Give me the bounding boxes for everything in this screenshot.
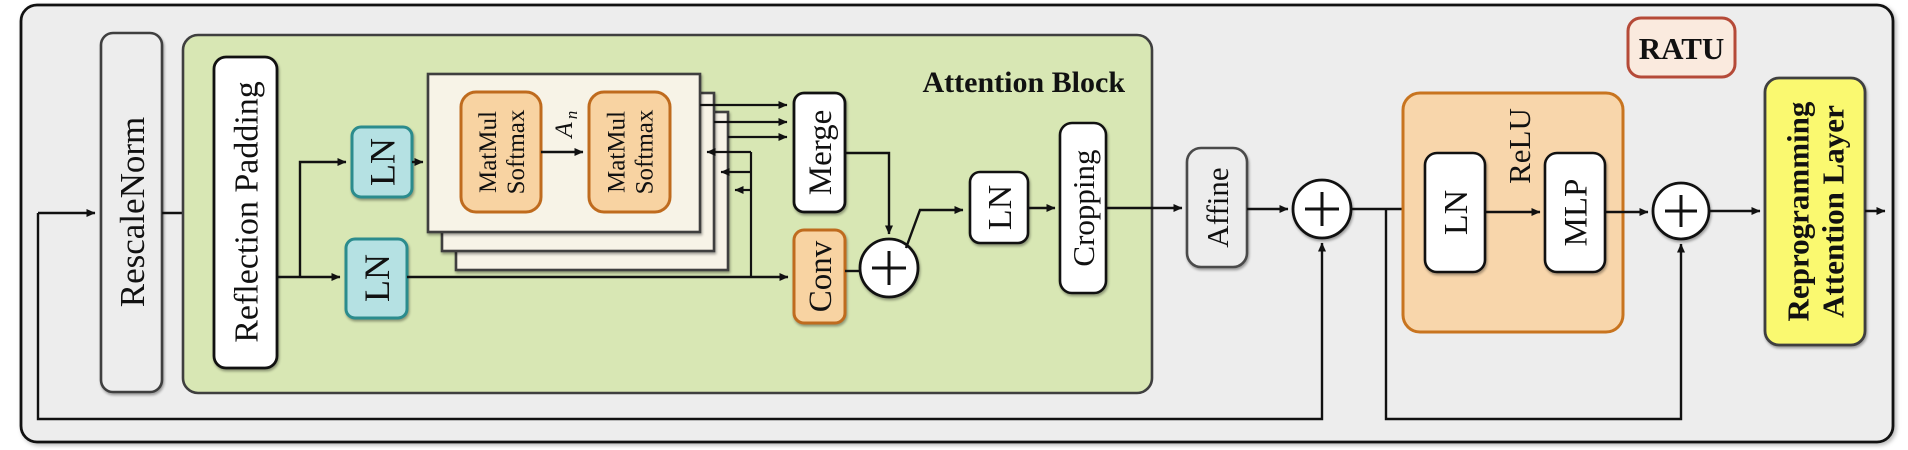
conv-label: Conv — [803, 240, 839, 312]
residual-rail-2 — [1384, 209, 1685, 421]
reflection-padding-label: Reflection Padding — [228, 81, 265, 343]
ln-post-label: LN — [982, 185, 1019, 230]
svg-text:Softmax: Softmax — [503, 109, 530, 194]
svg-text:Softmax: Softmax — [631, 109, 658, 194]
reprogramming-attention-layer-label: Reprogramming Attention Layer — [1780, 101, 1850, 321]
attention-block-title: Attention Block — [923, 66, 1126, 99]
add-node-attention — [858, 237, 920, 299]
rescalenorm-label: RescaleNorm — [113, 117, 152, 307]
svg-text:n: n — [562, 111, 581, 120]
svg-text:Merge: Merge — [803, 110, 839, 196]
svg-text:A: A — [551, 122, 578, 140]
padding-to-lntop-arrow — [298, 158, 347, 277]
svg-text:MatMul: MatMul — [603, 111, 630, 193]
relu-label: ReLU — [1502, 108, 1537, 184]
svg-text:MatMul: MatMul — [475, 111, 502, 193]
ratu-tag-box — [1626, 16, 1737, 79]
add-node-residual-1 — [1291, 178, 1353, 240]
svg-text:Conv: Conv — [803, 240, 839, 312]
conv-box — [792, 228, 847, 325]
merge-to-sum-arrow — [845, 151, 893, 235]
matmul-softmax-1-label: MatMul Softmax — [475, 109, 530, 194]
attention-matrix-label: A n — [551, 111, 581, 140]
svg-text:LN: LN — [357, 254, 397, 302]
svg-text:LN: LN — [363, 138, 403, 186]
ln-ffn-label: LN — [1438, 190, 1475, 235]
svg-text:Reprogramming: Reprogramming — [1780, 101, 1815, 321]
matmul-softmax-2-box — [587, 90, 672, 214]
plus-icon — [1305, 192, 1339, 226]
svg-text:ReLU: ReLU — [1502, 108, 1537, 184]
svg-text:LN: LN — [1438, 190, 1475, 235]
svg-text:RescaleNorm: RescaleNorm — [113, 117, 152, 307]
add-node-residual-2 — [1651, 181, 1711, 241]
plus-icon — [872, 251, 906, 285]
sum-to-lnpost-arrow — [904, 206, 964, 249]
ratu-tag-label: RATU — [1639, 31, 1725, 66]
ln-bottom-box — [344, 237, 409, 320]
affine-box — [1185, 146, 1249, 269]
ln-top-label: LN — [363, 138, 403, 186]
merge-label: Merge — [803, 110, 839, 196]
svg-text:Cropping: Cropping — [1066, 149, 1101, 266]
ln-bottom-label: LN — [357, 254, 397, 302]
mlp-label: MLP — [1559, 179, 1595, 247]
affine-label: Affine — [1200, 167, 1235, 247]
svg-text:Attention Layer: Attention Layer — [1815, 105, 1850, 318]
matmul-softmax-2-label: MatMul Softmax — [603, 109, 658, 194]
svg-text:Affine: Affine — [1200, 167, 1235, 247]
reflection-padding-box — [212, 55, 279, 370]
svg-text:Reflection Padding: Reflection Padding — [228, 81, 265, 343]
svg-text:MLP: MLP — [1559, 179, 1595, 247]
svg-text:LN: LN — [982, 185, 1019, 230]
plus-icon — [1665, 195, 1697, 227]
residual-rail-1 — [36, 213, 1326, 421]
cropping-label: Cropping — [1066, 149, 1101, 266]
